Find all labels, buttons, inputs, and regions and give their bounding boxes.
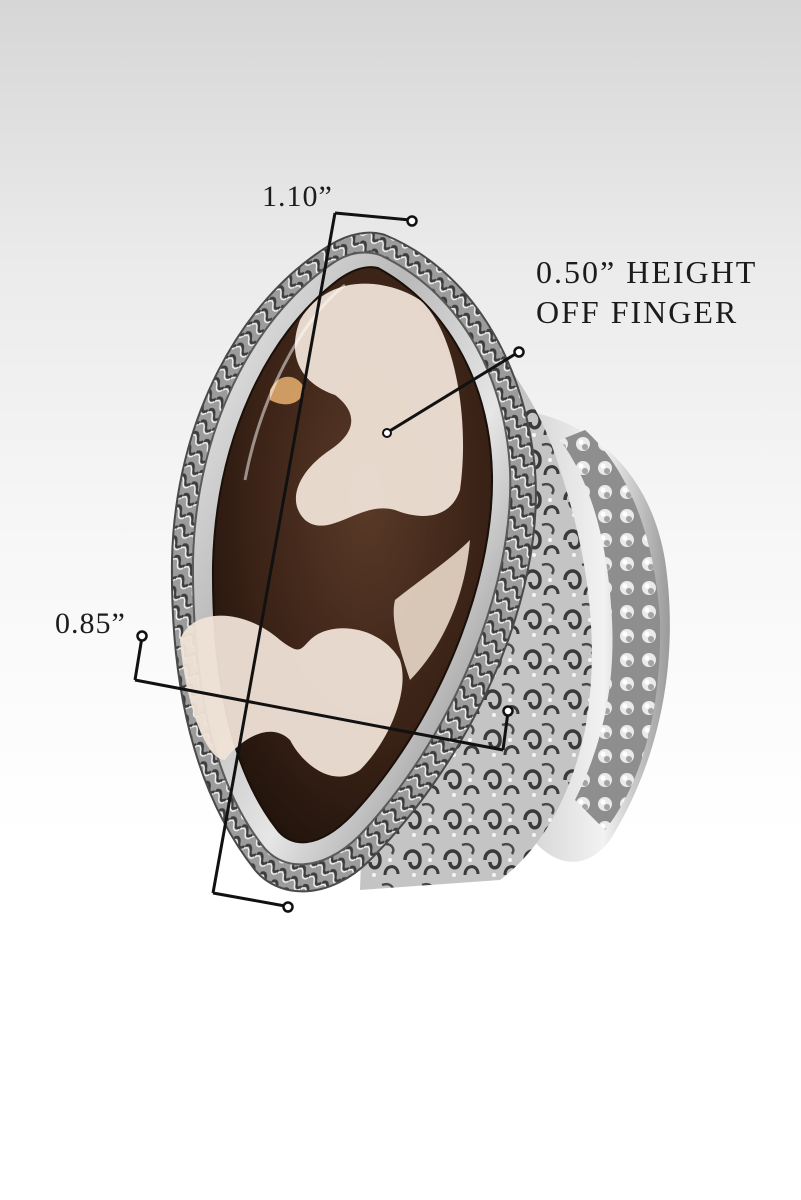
stone-pattern-lower [180,615,403,777]
width-label: 0.85” [55,607,126,640]
height-label-line-2: OFF FINGER [536,294,739,330]
height-label-line-1: 0.50” HEIGHT [536,254,758,290]
width-dot-left [136,630,148,642]
length-dot-top [406,215,418,227]
dotted-band [560,430,661,830]
height-dot-end [513,346,525,358]
height-indicator [387,351,518,434]
stone-pattern-upper [294,283,464,526]
length-indicator [211,211,411,908]
length-label: 1.10” [262,180,333,213]
length-dot-bottom [282,901,294,913]
height-dot-start [382,428,392,438]
stone-pattern-edge [393,540,470,680]
height-label: 0.50” HEIGHT OFF FINGER [536,252,757,332]
stone-gloss [243,283,346,481]
stone-pattern-highlight [270,376,305,405]
width-dot-right [502,705,514,717]
width-indicator [133,636,510,752]
